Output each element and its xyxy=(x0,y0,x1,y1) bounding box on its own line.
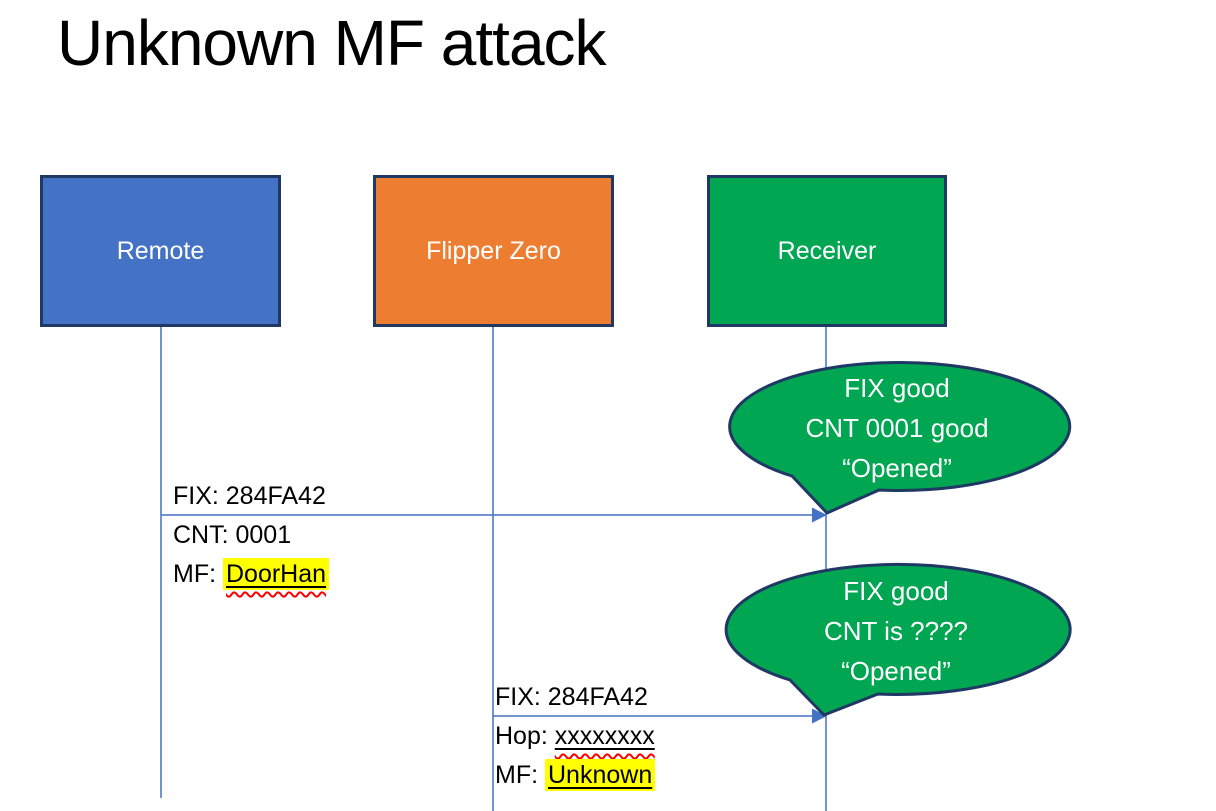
message-2-mf-value: Unknown xyxy=(548,761,653,789)
message-2-hop-value: xxxxxxxx xyxy=(554,722,655,750)
callout-2-shape xyxy=(724,562,1072,717)
callout-2-line-3: “Opened” xyxy=(841,656,951,686)
callout-1-line-2: CNT 0001 good xyxy=(805,413,989,443)
actor-box-remote: Remote xyxy=(40,175,281,327)
message-2-hop-line: Hop: xxxxxxxx xyxy=(495,717,655,756)
callout-1-shape xyxy=(728,360,1072,515)
arrow-right-icon xyxy=(812,507,827,523)
arrow-right-icon xyxy=(812,708,827,724)
message-2-mf-line: MF: Unknown xyxy=(495,756,656,795)
message-1-labels: FIX: 284FA42 CNT: 0001 MF: DoorHan xyxy=(173,477,330,594)
actor-box-receiver: Receiver xyxy=(707,175,947,327)
callout-2-line-2: CNT is ???? xyxy=(823,616,969,646)
actor-label-receiver: Receiver xyxy=(777,236,877,265)
message-2-hop-prefix: Hop: xyxy=(495,722,555,750)
message-1-mf-line: MF: DoorHan xyxy=(173,555,330,594)
highlight-doorhan: DoorHan xyxy=(223,558,330,590)
actor-label-remote: Remote xyxy=(116,236,205,265)
callout-1-line-1: FIX good xyxy=(844,373,950,403)
callout-1-line-3: “Opened” xyxy=(842,453,952,483)
callout-1-text: FIX good CNT 0001 good “Opened” xyxy=(737,368,1057,488)
message-2-fix-line: FIX: 284FA42 xyxy=(495,683,648,711)
callout-2-text: FIX good CNT is ???? “Opened” xyxy=(736,571,1056,691)
message-2-labels: FIX: 284FA42 Hop: xxxxxxxx MF: Unknown xyxy=(495,678,656,795)
highlight-unknown: Unknown xyxy=(545,759,656,791)
message-1-fix-line: FIX: 284FA42 xyxy=(173,482,326,510)
message-1-cnt-line: CNT: 0001 xyxy=(173,521,292,549)
actor-box-flipper-zero: Flipper Zero xyxy=(373,175,614,327)
actor-label-flipper-zero: Flipper Zero xyxy=(426,236,561,265)
message-2-mf-prefix: MF: xyxy=(495,761,545,789)
message-1-mf-prefix: MF: xyxy=(173,560,223,588)
slide-title: Unknown MF attack xyxy=(57,7,607,79)
callout-2-line-1: FIX good xyxy=(843,576,949,606)
squiggle-hop-value: xxxxxxxx xyxy=(555,722,655,750)
message-1-mf-value: DoorHan xyxy=(226,560,327,588)
